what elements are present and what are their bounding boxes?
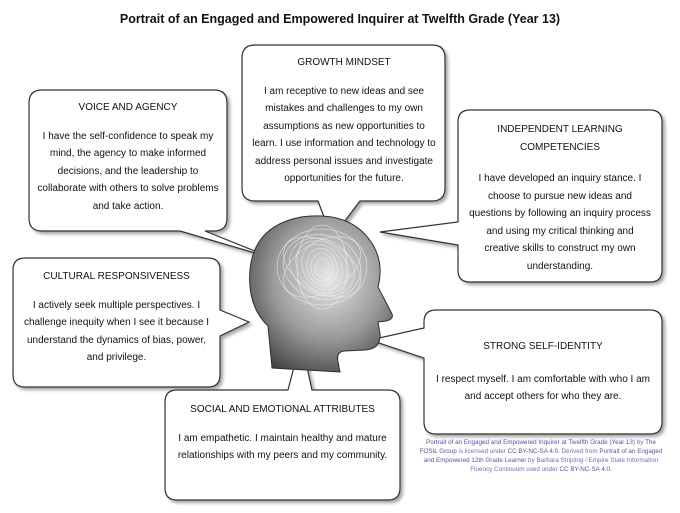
license-credit: Portrait of an Engaged and Empowered Inq… <box>418 438 664 474</box>
independent-learning-heading: INDEPENDENT LEARNING COMPETENCIES <box>497 124 623 153</box>
cultural-responsiveness-heading: CULTURAL RESPONSIVENESS <box>43 271 190 282</box>
strong-self-identity-bubble <box>367 309 663 435</box>
credit-text: . <box>610 466 612 473</box>
cultural-responsiveness-text: I actively seek multiple perspectives. I… <box>23 299 210 364</box>
strong-self-identity-box: STRONG SELF-IDENTITY I respect myself. I… <box>432 338 654 406</box>
social-emotional-box: SOCIAL AND EMOTIONAL ATTRIBUTES I am emp… <box>173 401 392 465</box>
credit-text: by <box>635 439 646 446</box>
growth-mindset-bubble <box>241 44 446 240</box>
credit-source-link[interactable]: Portrait of an Engaged and Empowered 12t… <box>423 448 663 464</box>
cultural-responsiveness-bubble <box>12 257 251 388</box>
credit-text: by Barbara Stripling / Empire State Info… <box>470 457 659 473</box>
voice-agency-heading: VOICE AND AGENCY <box>78 102 178 113</box>
credit-text: used under <box>524 466 560 473</box>
independent-learning-box: INDEPENDENT LEARNING COMPETENCIES I have… <box>468 121 652 275</box>
credit-license-link[interactable]: CC BY-NC-SA 4.0 <box>507 448 559 455</box>
strong-self-identity-text: I respect myself. I am comfortable with … <box>436 373 650 403</box>
cultural-responsiveness-box: CULTURAL RESPONSIVENESS I actively seek … <box>19 268 214 367</box>
social-emotional-heading: SOCIAL AND EMOTIONAL ATTRIBUTES <box>190 404 375 415</box>
strong-self-identity-heading: STRONG SELF-IDENTITY <box>483 341 603 352</box>
voice-agency-box: VOICE AND AGENCY I have the self-confide… <box>37 99 219 215</box>
social-emotional-text: I am empathetic. I maintain healthy and … <box>177 432 388 462</box>
credit-author-link[interactable]: The FOSIL Group <box>419 439 656 455</box>
credit-work-title[interactable]: Portrait of an Engaged and Empowered Inq… <box>426 439 636 446</box>
social-emotional-bubble <box>164 339 401 501</box>
independent-learning-text: I have developed an inquiry stance. I ch… <box>469 173 651 272</box>
growth-mindset-text: I am receptive to new ideas and see mist… <box>252 85 436 185</box>
voice-agency-bubble <box>28 89 273 259</box>
growth-mindset-heading: GROWTH MINDSET <box>297 57 391 68</box>
growth-mindset-box: GROWTH MINDSET I am receptive to new ide… <box>252 54 436 188</box>
independent-learning-bubble <box>379 109 663 283</box>
voice-agency-text: I have the self-confidence to speak my m… <box>37 130 219 212</box>
credit-text: . Derived from <box>558 448 600 455</box>
credit-text: is licensed under <box>456 448 508 455</box>
credit-license-link-2[interactable]: CC BY-NC-SA 4.0 <box>559 466 611 473</box>
page-title: Portrait of an Engaged and Empowered Inq… <box>119 12 561 26</box>
head-profile-icon <box>249 215 393 373</box>
